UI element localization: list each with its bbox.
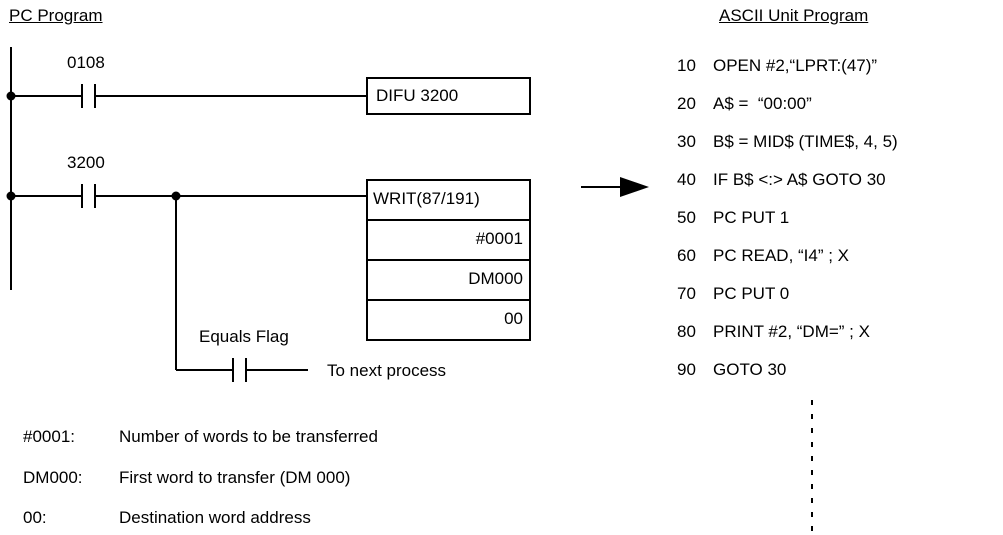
code-line-number: 90 xyxy=(677,360,696,379)
rung1-contact-address: 0108 xyxy=(67,53,105,72)
pc-program-title: PC Program xyxy=(9,6,103,25)
legend-desc-3: Destination word address xyxy=(119,508,311,527)
code-line-text: GOTO 30 xyxy=(713,360,787,379)
legend-key-1: #0001: xyxy=(23,427,75,446)
code-line-text: PC READ, “I4” ; X xyxy=(713,246,850,265)
writ-operand-2: DM000 xyxy=(468,269,523,288)
code-line-number: 60 xyxy=(677,246,696,265)
rung1-junction-dot xyxy=(6,91,16,101)
legend-desc-1: Number of words to be transferred xyxy=(119,427,378,446)
legend-key-3: 00: xyxy=(23,508,47,527)
code-line-text: OPEN #2,“LPRT:(47)” xyxy=(713,56,878,75)
code-line-text: A$ = “00:00” xyxy=(713,94,812,113)
equals-flag-label: Equals Flag xyxy=(199,327,289,346)
rung2-junction-dot xyxy=(6,191,16,201)
code-line-text: PC PUT 0 xyxy=(713,284,790,303)
legend-desc-2: First word to transfer (DM 000) xyxy=(119,468,351,487)
next-process-label: To next process xyxy=(327,361,447,380)
code-line-number: 50 xyxy=(677,208,696,227)
branch-junction-dot xyxy=(171,191,181,201)
writ-instruction-label: WRIT(87/191) xyxy=(373,189,480,208)
code-line-number: 10 xyxy=(677,56,696,75)
arrow-head xyxy=(620,177,649,197)
ascii-program-title: ASCII Unit Program xyxy=(719,6,869,25)
difu-instruction-box xyxy=(366,77,531,115)
code-line-text: IF B$ <:> A$ GOTO 30 xyxy=(713,170,886,189)
difu-instruction-label: DIFU 3200 xyxy=(376,86,459,105)
code-line-text: PRINT #2, “DM=” ; X xyxy=(713,322,870,341)
code-line-number: 40 xyxy=(677,170,696,189)
writ-operand-3: 00 xyxy=(504,309,523,328)
code-line-number: 30 xyxy=(677,132,696,151)
code-line-text: B$ = MID$ (TIME$, 4, 5) xyxy=(713,132,898,151)
code-line-number: 80 xyxy=(677,322,696,341)
writ-operand-1: #0001 xyxy=(475,229,523,248)
code-line-number: 70 xyxy=(677,284,696,303)
code-line-number: 20 xyxy=(677,94,696,113)
rung2-contact-address: 3200 xyxy=(67,153,105,172)
legend-key-2: DM000: xyxy=(23,468,83,487)
code-line-text: PC PUT 1 xyxy=(713,208,790,227)
